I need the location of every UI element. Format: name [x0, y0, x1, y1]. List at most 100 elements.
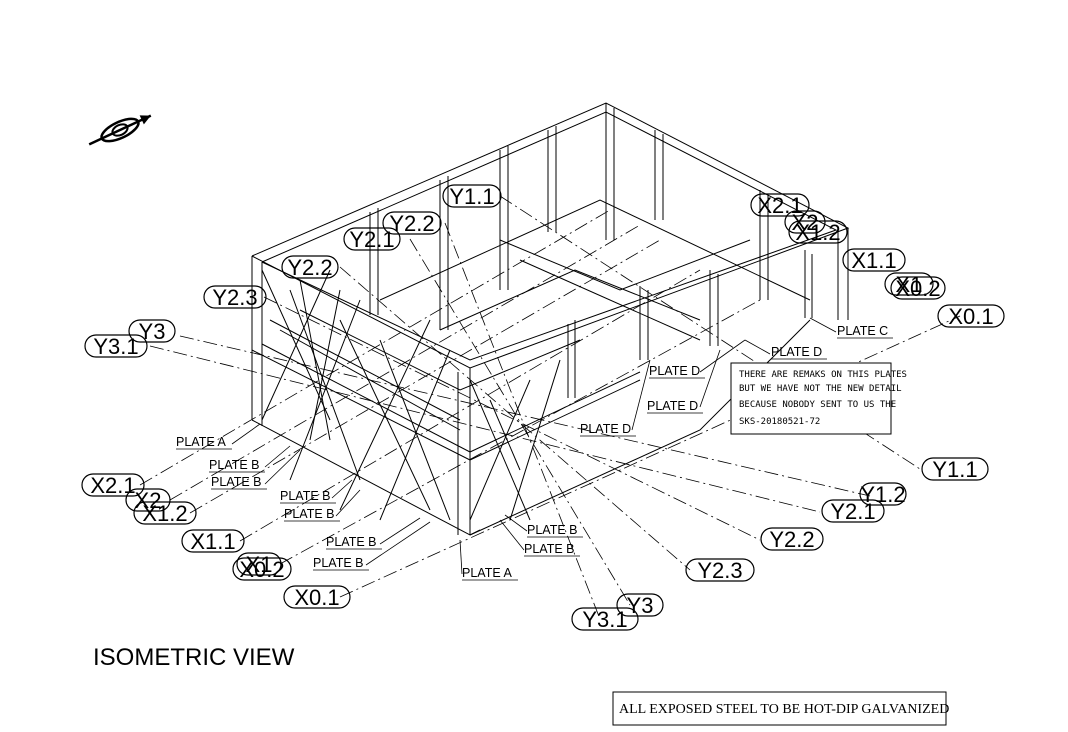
grid-bubble: X1	[884, 272, 934, 297]
brace	[299, 279, 331, 441]
grid-bubble: Y2.2	[281, 255, 339, 280]
grid-bubble: X0.2	[232, 557, 292, 582]
north-arrow-icon	[88, 114, 152, 146]
grid-bubble-label: X2	[792, 210, 819, 235]
galvanize-note-text: ALL EXPOSED STEEL TO BE HOT-DIP GALVANIZ…	[619, 702, 949, 717]
plate-leaders	[231, 317, 837, 575]
brace	[289, 289, 361, 481]
steel-member	[519, 259, 701, 341]
grid-bubble: X1	[236, 552, 282, 577]
grid-bubble: Y3	[128, 319, 176, 344]
brace	[489, 399, 521, 471]
grid-bubble: Y2.2	[760, 527, 824, 552]
brace	[379, 339, 451, 521]
grid-line	[339, 266, 691, 571]
grid-bubble: Y2.3	[685, 558, 755, 583]
plate-label: PLATE B	[211, 475, 267, 490]
brace	[289, 299, 361, 481]
grid-bubble: Y2.1	[343, 227, 401, 252]
remark-note: THERE ARE REMAKS ON THIS PLATES BUT WE H…	[730, 362, 907, 435]
leader-line	[379, 517, 421, 545]
remark-line: BUT WE HAVE NOT THE NEW DETAIL	[739, 384, 902, 394]
steel-member	[299, 309, 581, 391]
grid-line	[409, 238, 631, 606]
leader-line	[809, 317, 837, 333]
plate-label: PLATE B	[313, 556, 369, 571]
grid-line	[263, 296, 761, 541]
plate-label-text: PLATE A	[462, 566, 512, 580]
steel-member	[251, 102, 850, 369]
grid-bubble-label: Y2.1	[830, 499, 875, 524]
grid-bubble: X1.2	[788, 220, 848, 245]
grid-bubble-label: X1	[246, 552, 273, 577]
leader-line	[699, 339, 746, 373]
plate-label: PLATE D	[580, 422, 636, 437]
grid-bubble: X1.1	[842, 248, 906, 273]
grid-bubbles: Y1.1Y2.2Y2.1Y2.2Y2.3Y3Y3.1X2.1X2X1.2X1.1…	[81, 184, 1005, 632]
grid-bubble: X2	[125, 488, 171, 513]
grid-bubble-label: X1.1	[190, 529, 235, 554]
grid-bubble: Y3.1	[84, 334, 148, 359]
grid-bubble-label: X0.1	[294, 585, 339, 610]
brace	[509, 359, 561, 521]
grid-bubble: Y1.1	[921, 457, 989, 482]
plate-label-text: PLATE B	[209, 458, 259, 472]
grid-bubble-label: Y1.1	[449, 184, 494, 209]
plate-label: PLATE B	[326, 535, 382, 550]
grid-bubble: X0.2	[890, 276, 946, 301]
grid-bubble: X0.1	[937, 304, 1005, 329]
plate-labels: PLATE A PLATE B PLATE B PLATE B PLATE B PLATE…	[176, 324, 893, 581]
grid-bubble-label: X0.2	[895, 276, 940, 301]
steel-member	[261, 343, 471, 453]
grid-bubble-label: Y3.1	[582, 607, 627, 632]
remark-line: SKS-20180521-72	[739, 417, 820, 427]
grid-bubble-label: X0.2	[239, 557, 284, 582]
steel-member	[469, 379, 641, 461]
plate-label-text: PLATE B	[524, 542, 574, 556]
plate-label: PLATE A	[462, 566, 518, 581]
leader-line	[504, 514, 528, 532]
plate-label-text: PLATE D	[649, 364, 700, 378]
grid-bubble-label: Y2.3	[697, 558, 742, 583]
leader-line	[631, 359, 651, 431]
plate-label: PLATE B	[524, 542, 580, 557]
grid-line	[179, 335, 871, 497]
grid-bubble-label: X2.1	[90, 473, 135, 498]
leader-line	[499, 519, 525, 551]
leader-line	[335, 489, 361, 517]
plate-label: PLATE A	[176, 435, 232, 450]
plate-label: PLATE D	[771, 345, 827, 360]
grid-bubble-label: X1.1	[851, 248, 896, 273]
steel-member	[269, 319, 461, 421]
leader-line	[459, 539, 463, 575]
grid-bubble-label: Y1.1	[932, 457, 977, 482]
grid-line	[444, 222, 601, 620]
steel-member	[379, 199, 811, 301]
plate-label: PLATE D	[647, 399, 703, 414]
plate-label-text: PLATE B	[326, 535, 376, 549]
grid-bubble: Y1.2	[859, 482, 907, 507]
grid-bubble: Y1.1	[442, 184, 502, 209]
grid-bubble-label: X0.1	[948, 304, 993, 329]
leader-line	[365, 521, 431, 566]
grid-bubble-label: Y2.2	[389, 211, 434, 236]
grid-bubble-label: Y2.2	[287, 255, 332, 280]
steel-member	[469, 319, 811, 536]
brace	[469, 379, 531, 521]
steel-frame	[251, 102, 850, 536]
grid-bubble-label: Y3	[139, 319, 166, 344]
grid-bubble-label: X2.1	[757, 193, 802, 218]
leader-line	[699, 349, 721, 408]
grid-bubble-label: Y3.1	[93, 334, 138, 359]
grid-bubble-label: Y2.2	[769, 527, 814, 552]
plate-label-text: PLATE B	[527, 523, 577, 537]
plate-label-text: PLATE D	[580, 422, 631, 436]
plate-label: PLATE C	[837, 324, 893, 339]
plate-label-text: PLATE B	[313, 556, 363, 570]
grid-bubble-label: X2	[135, 488, 162, 513]
plate-label-text: PLATE C	[837, 324, 888, 338]
plate-label: PLATE B	[527, 523, 583, 538]
plate-label: PLATE D	[649, 364, 705, 379]
grid-bubble-label: Y2.3	[212, 285, 257, 310]
